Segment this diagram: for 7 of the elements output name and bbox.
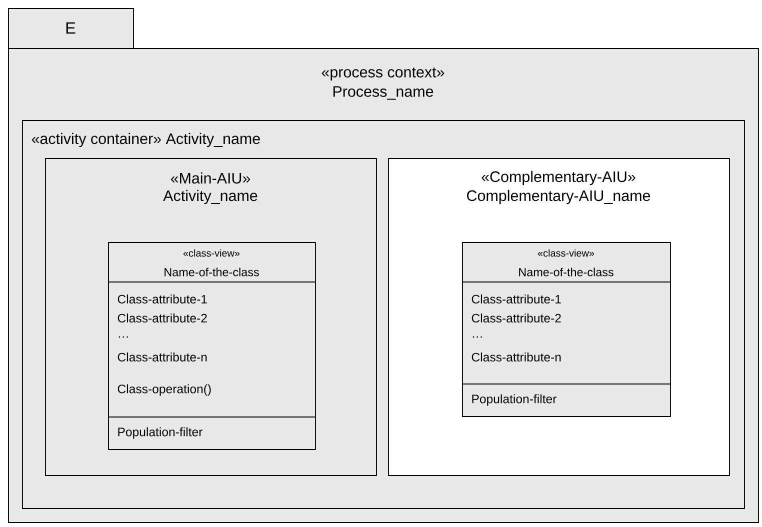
class-box: «class-view» Name-of-the-class Class-attribute-1 Class-attribute-2 … Class-attribute-n Population-filter — [462, 242, 671, 417]
activity-container: «activity container» Activity_name «Main-AIU» Activity_name «class-view» Name-of-the-class Class-attribute-1 Class-attribute-2 … Class-attribute-n Class-operation() Population-filter «Complementary-AIU» Complementary-AIU_name «class-view» Name-of-the-class Class-attribute-1 Class-attribute-2 … Class-attribute-n Population-filter — [22, 120, 745, 509]
process-frame: «process context» Process_name «activity container» Activity_name «Main-AIU» Activity_name «class-view» Name-of-the-class Class-attribute-1 Class-attribute-2 … Class-attribute-n Class-operation() Population-filter «Complementary-AIU» Complementary-AIU_name «class-view» Name-of-the-class Class-attribute-1 Class-attribute-2 … Class-attribute-n Population-filter — [8, 48, 759, 523]
frame-tab: E — [8, 8, 134, 49]
aiu-box: «Main-AIU» Activity_name «class-view» Name-of-the-class Class-attribute-1 Class-attribute-2 … Class-attribute-n Class-operation() Population-filter — [45, 158, 377, 476]
class-box: «class-view» Name-of-the-class Class-attribute-1 Class-attribute-2 … Class-attribute-n Class-operation() Population-filter — [108, 242, 316, 450]
aiu-box: «Complementary-AIU» Complementary-AIU_name «class-view» Name-of-the-class Class-attribute-1 Class-attribute-2 … Class-attribute-n Population-filter — [388, 158, 730, 476]
